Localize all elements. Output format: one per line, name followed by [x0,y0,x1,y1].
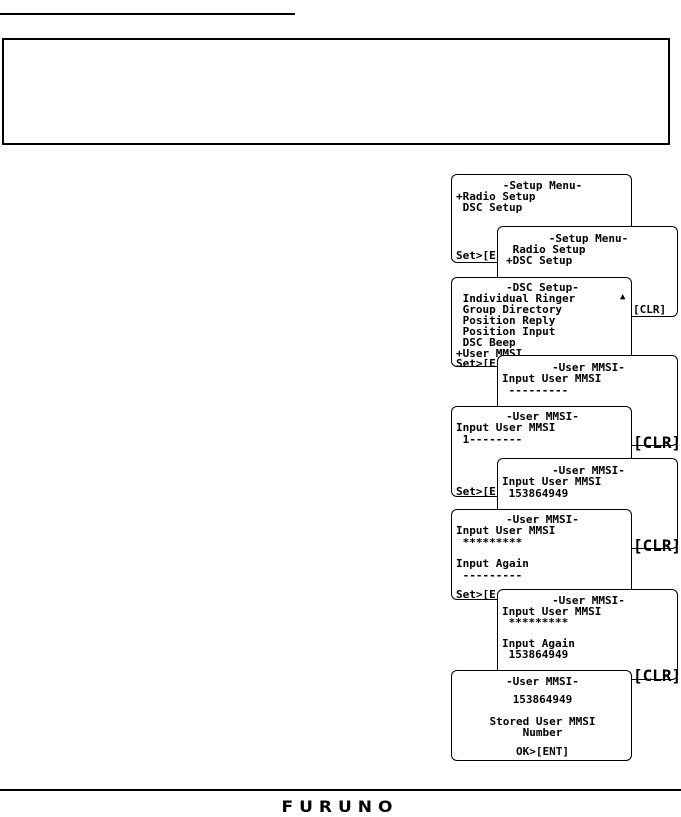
screen-title: -DSC Setup- [506,281,579,294]
bottom-rule [0,789,681,791]
input-prompt: Input User MMSI [456,421,556,434]
screen-title: -User MMSI- [552,464,625,477]
lcd-screen-dsc-setup: -DSC Setup- Individual Ringer Group Dire… [451,277,632,367]
mmsi-value: --------- [502,384,569,397]
menu-item-user-mmsi: +User MMSI [456,347,523,360]
screen-title: -User MMSI- [506,675,579,688]
input-prompt: Input User MMSI [502,605,602,618]
top-rule [0,13,295,15]
menu-item-position-input: Position Input [456,325,556,338]
input-again-value: 153864949 [502,648,569,661]
furuno-logo: FURUNO [281,797,399,817]
input-prompt: Input User MMSI [456,524,556,537]
screen-title: -User MMSI- [552,361,625,374]
screen-title: -User MMSI- [506,513,579,526]
menu-item-radio-setup: +Radio Setup [456,190,536,203]
screen-footer: Set>[E [456,485,496,497]
screen-title: -Setup Menu- [502,179,583,192]
menu-item-individual-ringer: Individual Ringer [456,292,576,305]
mmsi-value: 153864949 [502,487,569,500]
mmsi-value: 1-------- [456,433,523,446]
input-prompt: Input User MMSI [502,475,602,488]
screen-title: -User MMSI- [506,410,579,423]
menu-item-dsc-beep: DSC Beep [456,336,516,349]
screen-footer-clr: [CLR] [633,433,681,452]
menu-item-group-directory: Group Directory [456,303,562,316]
menu-item-radio-setup: Radio Setup [506,243,586,256]
mmsi-masked-value: ********* [456,536,523,549]
stored-mmsi-value: 153864949 [512,693,573,706]
input-again-prompt: Input Again [502,637,575,650]
screen-title: -User MMSI- [552,594,625,607]
input-again-value: --------- [456,569,523,582]
menu-item-dsc-setup: +DSC Setup [506,254,573,267]
menu-item-dsc-setup: DSC Setup [456,201,523,214]
input-prompt: Input User MMSI [502,372,602,385]
screen-footer: Set>[E [456,588,496,600]
screen-footer: Set>[E [456,357,496,367]
lcd-screen-user-mmsi-again-empty: -User MMSI- Input User MMSI ********* In… [451,509,632,600]
scroll-up-icon: ▲ [620,292,626,302]
screen-footer: Set>[E [456,249,496,262]
screen-title: -Setup Menu- [548,232,629,245]
mmsi-masked-value: ********* [502,616,569,629]
lcd-screen-user-mmsi-again-entered: -User MMSI- Input User MMSI ********* In… [497,589,678,680]
ok-ent-prompt: OK>[ENT] [516,745,569,758]
lcd-screen-user-mmsi-stored: -User MMSI- 153864949 Stored User MMSI N… [451,670,632,761]
menu-item-position-reply: Position Reply [456,314,556,327]
screen-footer-clr: [CLR] [633,536,681,555]
screen-footer-clr: [CLR] [633,666,681,685]
screen-footer-clr: [CLR] [633,303,667,316]
stored-message-line2: Number [522,726,563,739]
input-again-prompt: Input Again [456,557,529,570]
note-box [2,38,670,145]
stored-message-line1: Stored User MMSI [489,715,596,728]
